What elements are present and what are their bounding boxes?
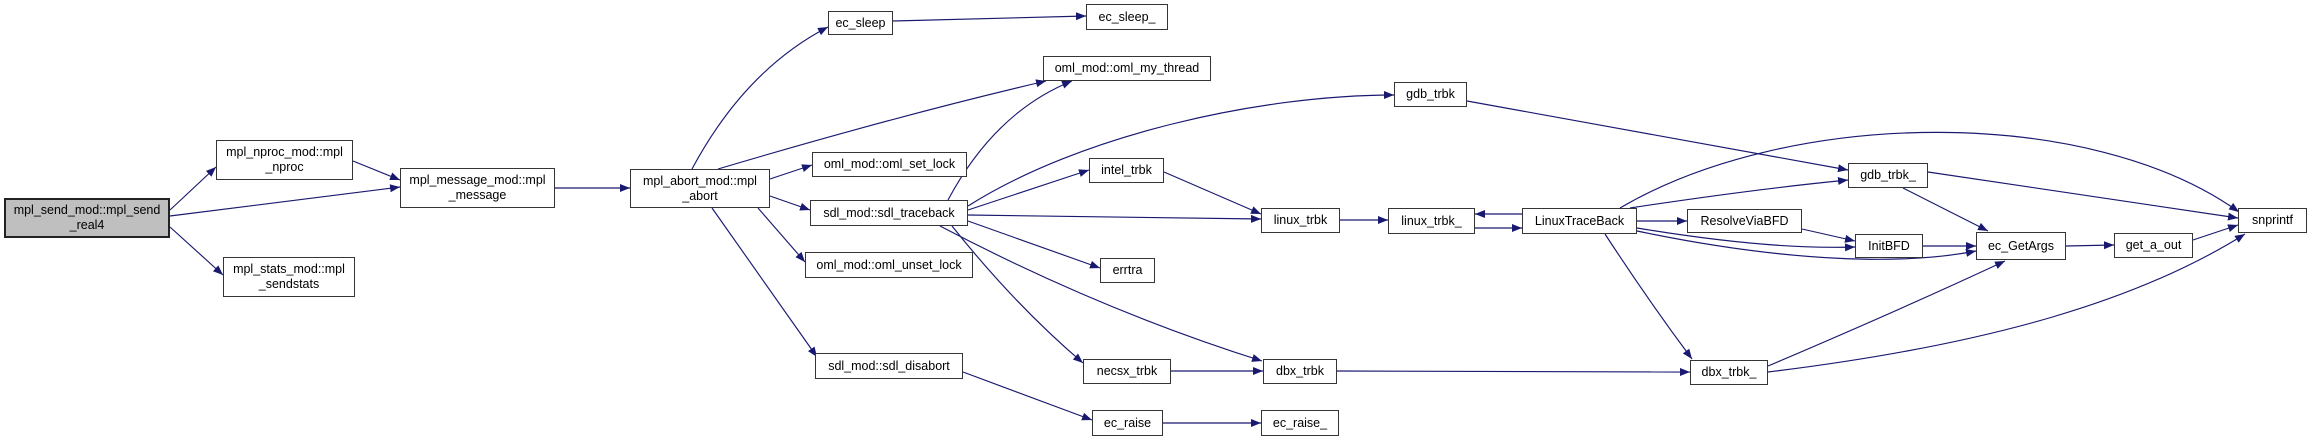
edge-dbx_trbk_-snprintf (1767, 233, 2246, 373)
edge-intel_trbk-linux_trbk (1163, 171, 1262, 215)
node-label: oml_mod::oml_set_lock (823, 157, 956, 171)
edge-ec_GetArgs-get_a_out (2065, 241, 2115, 250)
node-intel_trbk[interactable]: intel_trbk (1089, 158, 1164, 183)
node-label: ec_GetArgs (1987, 238, 2054, 253)
node-label: mpl_message_mod::mpl (409, 173, 546, 187)
node-label: mpl_send_mod::mpl_send (13, 203, 161, 217)
node-get_a_out[interactable]: get_a_out (2114, 233, 2193, 258)
edge-LinuxTraceBack-snprintf (1619, 131, 2240, 213)
node-mpl_nproc[interactable]: mpl_nproc_mod::mpl_nproc (216, 140, 353, 180)
edge-mpl_abort-oml_my_thread (717, 79, 1047, 170)
node-gdb_trbk[interactable]: gdb_trbk (1394, 82, 1467, 107)
node-mpl_sendstats[interactable]: mpl_stats_mod::mpl_sendstats (223, 257, 355, 297)
node-label: gdb_trbk (1406, 87, 1455, 101)
node-label: necsx_trbk (1096, 364, 1158, 378)
node-necsx_trbk[interactable]: necsx_trbk (1083, 359, 1171, 384)
edge-mpl_abort-sdl_disabort (711, 207, 818, 358)
node-gdb_trbk_[interactable]: gdb_trbk_ (1848, 163, 1928, 188)
edge-gdb_trbk_-ec_GetArgs (1902, 187, 1989, 232)
edge-mpl_send_real4-mpl_sendstats (169, 226, 224, 276)
edge-sdl_traceback-oml_my_thread (947, 80, 1073, 201)
node-oml_unset_lock[interactable]: oml_mod::oml_unset_lock (805, 252, 973, 278)
node-label: snprintf (2252, 213, 2293, 227)
node-label: _nproc (265, 160, 304, 174)
node-dbx_trbk_[interactable]: dbx_trbk_ (1690, 360, 1768, 385)
node-label: ec_sleep_ (1098, 9, 1156, 24)
node-label: mpl_abort_mod::mpl (643, 173, 757, 188)
edge-sdl_traceback-gdb_trbk (967, 91, 1395, 207)
edge-LinuxTraceBack-InitBFD (1636, 227, 1856, 252)
edge-ResolveViaBFD-InitBFD (1801, 228, 1856, 243)
node-mpl_message[interactable]: mpl_message_mod::mpl_message (400, 168, 555, 208)
node-linux_trbk[interactable]: linux_trbk (1261, 208, 1340, 233)
node-label: mpl_nproc_mod::mpl (226, 145, 343, 159)
node-dbx_trbk[interactable]: dbx_trbk (1263, 359, 1337, 384)
edge-sdl_traceback-necsx_trbk (951, 225, 1084, 364)
node-linux_trbk_[interactable]: linux_trbk_ (1388, 208, 1475, 234)
node-label: _abort (682, 188, 718, 203)
node-label: ec_raise_ (1272, 415, 1328, 430)
edge-group (169, 12, 2246, 427)
edge-mpl_send_real4-mpl_nproc (169, 166, 217, 211)
node-label: errtra (1112, 263, 1143, 277)
edge-ec_sleep-ec_sleep_ (892, 12, 1087, 22)
edge-mpl_send_real4-mpl_message (169, 184, 401, 217)
node-sdl_disabort[interactable]: sdl_mod::sdl_disabort (815, 353, 963, 379)
node-snprintf[interactable]: snprintf (2238, 208, 2307, 233)
edge-sdl_traceback-errtra (967, 220, 1101, 269)
node-label: oml_mod::oml_my_thread (1054, 61, 1200, 75)
edge-LinuxTraceBack-gdb_trbk_ (1629, 176, 1849, 209)
edge-mpl_abort-ec_sleep (691, 26, 829, 170)
edge-gdb_trbk_-snprintf (1927, 171, 2239, 221)
edge-gdb_trbk-gdb_trbk_ (1466, 100, 1849, 173)
node-label: sdl_mod::sdl_traceback (823, 205, 955, 220)
node-label: _real4 (69, 218, 105, 232)
edge-mpl_abort-oml_set_lock (769, 164, 813, 180)
node-ec_sleep_[interactable]: ec_sleep_ (1086, 4, 1168, 30)
node-ec_sleep[interactable]: ec_sleep (828, 11, 893, 35)
edge-LinuxTraceBack-dbx_trbk_ (1604, 233, 1693, 360)
edge-dbx_trbk_-ec_GetArgs (1767, 260, 2006, 367)
node-LinuxTraceBack[interactable]: LinuxTraceBack (1522, 208, 1637, 234)
node-mpl_abort[interactable]: mpl_abort_mod::mpl_abort (630, 169, 770, 208)
node-label: dbx_trbk (1276, 364, 1324, 378)
edge-mpl_abort-sdl_traceback (769, 195, 811, 211)
node-label: get_a_out (2125, 238, 2182, 252)
node-label: _message (448, 188, 507, 202)
node-ResolveViaBFD[interactable]: ResolveViaBFD (1687, 209, 1802, 233)
node-mpl_send_real4: mpl_send_mod::mpl_send_real4 (4, 198, 170, 238)
edge-LinuxTraceBack-ec_GetArgs (1636, 230, 1977, 260)
node-label: linux_trbk (1273, 213, 1328, 227)
edge-dbx_trbk-dbx_trbk_ (1336, 367, 1691, 376)
node-ec_GetArgs[interactable]: ec_GetArgs (1976, 232, 2066, 260)
node-label: mpl_stats_mod::mpl (233, 262, 345, 276)
node-label: ResolveViaBFD (1700, 213, 1789, 228)
node-sdl_traceback[interactable]: sdl_mod::sdl_traceback (810, 200, 968, 226)
node-oml_set_lock[interactable]: oml_mod::oml_set_lock (812, 152, 967, 177)
node-label: intel_trbk (1101, 163, 1152, 177)
node-ec_raise[interactable]: ec_raise (1092, 410, 1163, 436)
node-label: LinuxTraceBack (1534, 213, 1625, 228)
edge-get_a_out-snprintf (2192, 224, 2239, 241)
edge-sdl_traceback-dbx_trbk (939, 225, 1263, 362)
node-ec_raise_[interactable]: ec_raise_ (1261, 410, 1339, 436)
node-label: ec_raise (1103, 415, 1152, 430)
node-oml_my_thread[interactable]: oml_mod::oml_my_thread (1043, 56, 1211, 81)
node-label: oml_mod::oml_unset_lock (816, 257, 962, 272)
edge-sdl_traceback-linux_trbk (967, 214, 1262, 223)
edge-sdl_traceback-intel_trbk (967, 169, 1090, 211)
node-label: linux_trbk_ (1401, 213, 1462, 228)
node-errtra[interactable]: errtra (1100, 258, 1155, 283)
node-label: gdb_trbk_ (1860, 168, 1916, 182)
edge-mpl_nproc-mpl_message (352, 160, 401, 181)
node-label: dbx_trbk_ (1701, 365, 1757, 379)
node-label: InitBFD (1868, 238, 1910, 253)
node-label: _sendstats (258, 277, 320, 291)
node-label: ec_sleep (835, 15, 886, 30)
node-InitBFD[interactable]: InitBFD (1855, 234, 1923, 258)
edge-sdl_disabort-ec_raise (962, 371, 1093, 421)
edge-mpl_abort-oml_unset_lock (757, 207, 806, 263)
node-label: sdl_mod::sdl_disabort (828, 358, 950, 373)
